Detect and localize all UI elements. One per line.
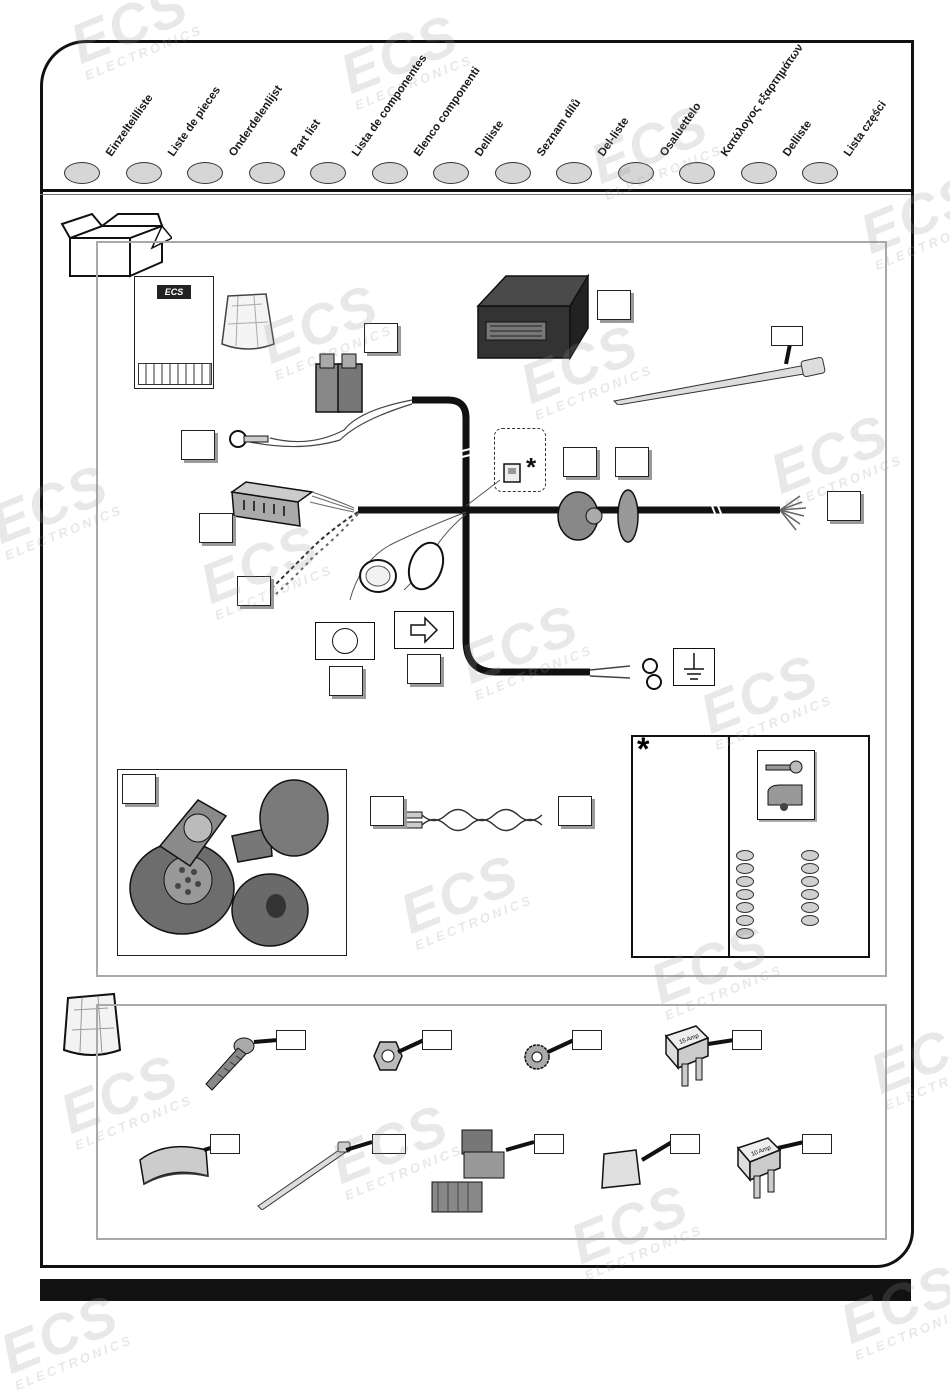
part-number-box: [732, 1030, 762, 1050]
circle-symbol: [332, 628, 358, 654]
language-oval: [433, 162, 469, 184]
box-icon: [60, 212, 172, 278]
reference-oval: [801, 876, 819, 887]
part-number-box: [372, 1134, 406, 1154]
socket-box: [117, 769, 347, 956]
part-number-box: [771, 326, 803, 346]
fuse-small: 10 Amp: [736, 1137, 782, 1199]
reference-oval: [736, 928, 754, 939]
splice-connectors: [431, 1129, 505, 1213]
optional-asterisk: *: [526, 452, 537, 482]
part-number-box: [422, 1030, 452, 1050]
small-plug: [503, 463, 521, 483]
ring-terminal: [229, 430, 269, 448]
part-number-box: [370, 796, 404, 826]
adhesive-pad: [139, 1145, 209, 1186]
asterisk-reference-box: *: [631, 731, 870, 958]
bag-icon: [62, 992, 122, 1056]
turn-signal-arrow-icon: [410, 616, 439, 644]
language-oval: [494, 162, 531, 184]
fuse-large: 15 Amp: [664, 1025, 710, 1087]
fittings-panel: [96, 1004, 887, 1240]
multi-pin-connector: [230, 481, 355, 527]
reference-asterisk: *: [637, 731, 650, 767]
lock-washer: [524, 1044, 550, 1070]
language-oval: [125, 162, 162, 184]
language-oval: [371, 162, 408, 184]
key-icon: [765, 760, 803, 774]
manual-icons-strip: [138, 363, 212, 385]
screw: [205, 1037, 255, 1091]
ground-ring-terminals: [642, 658, 662, 690]
rubber-cap: [601, 1149, 641, 1189]
reference-oval: [801, 863, 819, 874]
small-cable-tie: [257, 1141, 351, 1210]
reference-oval: [801, 915, 819, 926]
part-number-box: [364, 323, 398, 353]
twisted-pair-cable: [405, 808, 543, 832]
indicator-lamps: [359, 541, 445, 593]
part-number-box: [802, 1134, 832, 1154]
cable-grommets: [557, 489, 639, 543]
ground-icon: [684, 653, 704, 680]
lamp-circle-label: [315, 622, 375, 660]
part-number-box: [122, 774, 156, 804]
kit-contents-panel: [96, 241, 887, 977]
language-oval: [556, 162, 592, 184]
reference-divider: [728, 737, 730, 956]
manual-logo: ECS: [157, 285, 191, 299]
language-oval: [64, 162, 100, 184]
reference-oval: [736, 915, 754, 926]
part-number-box: [276, 1030, 306, 1050]
language-oval: [617, 162, 654, 184]
reference-oval: [736, 850, 754, 861]
reference-oval: [736, 902, 754, 913]
callout-leaders: [203, 343, 805, 1162]
part-number-box: [558, 796, 592, 826]
part-number-box: [237, 576, 271, 606]
header-divider: [40, 189, 911, 192]
footer-bar: [40, 1279, 911, 1301]
part-number-box: [329, 666, 363, 696]
part-number-box: [407, 654, 441, 684]
cable-tie: [612, 356, 826, 405]
part-number-box: [181, 430, 215, 460]
reference-oval: [801, 850, 819, 861]
optional-plug-box: [494, 428, 546, 492]
part-number-box: [199, 513, 233, 543]
part-number-box: [670, 1134, 700, 1154]
reference-oval: [736, 863, 754, 874]
language-oval: [679, 162, 715, 184]
part-number-box: [827, 491, 861, 521]
part-number-box: [534, 1134, 564, 1154]
language-oval: [310, 162, 346, 184]
nut: [373, 1041, 403, 1071]
language-oval: [802, 162, 838, 184]
language-oval: [248, 162, 285, 184]
language-oval: [740, 162, 777, 184]
parts-sheet-frame: [40, 40, 914, 1268]
reference-oval: [801, 902, 819, 913]
language-oval: [187, 162, 223, 184]
caravan-icon: [767, 784, 803, 811]
key-caravan-card: [757, 750, 815, 820]
part-number-box: [615, 447, 649, 477]
part-number-box: [572, 1030, 602, 1050]
header-divider-thin: [40, 194, 911, 195]
lamp-arrow-label: [394, 611, 454, 649]
reference-oval: [736, 876, 754, 887]
reference-oval: [801, 889, 819, 900]
part-number-box: [597, 290, 631, 320]
relay-connector: [315, 353, 363, 413]
trailer-socket: [129, 779, 329, 947]
part-number-box: [210, 1134, 240, 1154]
instruction-manual: ECS: [134, 276, 214, 389]
plastic-bag-icon: [221, 293, 275, 350]
ground-label: [673, 648, 715, 686]
control-module: [476, 273, 590, 361]
part-number-box: [563, 447, 597, 477]
reference-oval: [736, 889, 754, 900]
